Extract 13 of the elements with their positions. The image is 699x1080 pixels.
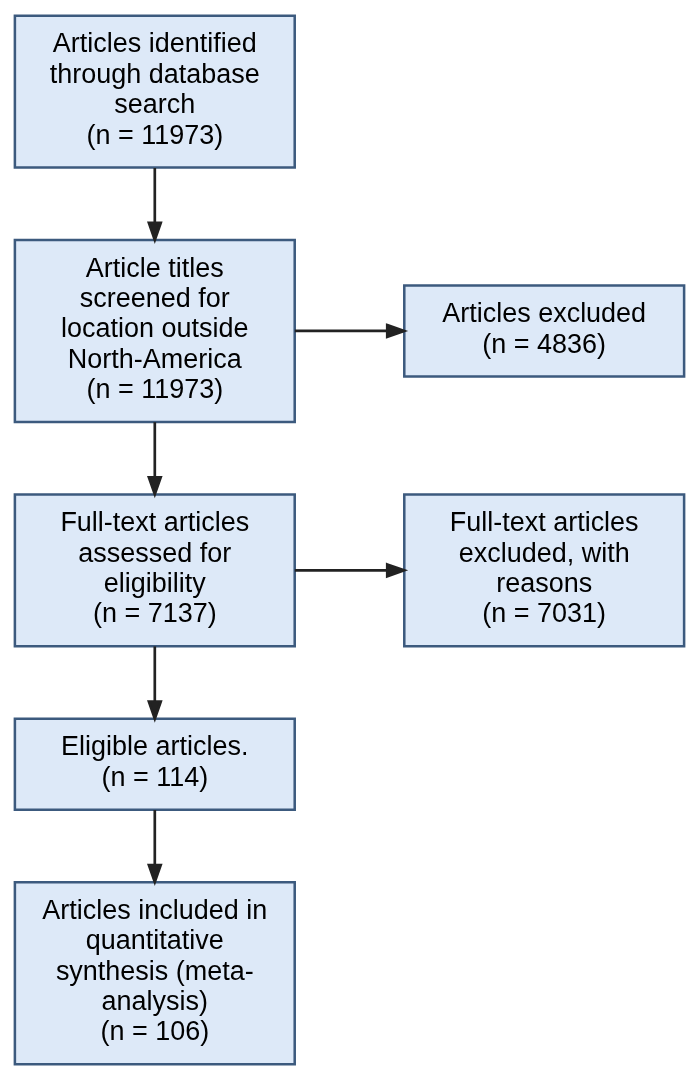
arrow <box>147 646 163 723</box>
node-box: Articles excluded (n = 4836) <box>403 284 686 378</box>
node-box: Full-text articles assessed for eligibility (n = 7137) <box>13 493 296 648</box>
node-box: Article titles screened for location outside North-America (n = 11973) <box>13 238 296 424</box>
node-box: Articles included in quantitative synthesis (meta-analysis) (n = 106) <box>13 880 296 1066</box>
arrow <box>294 562 409 579</box>
node-box: Full-text articles excluded, with reasons (n = 7031) <box>403 493 686 648</box>
arrow <box>147 168 163 244</box>
node-box: Eligible articles. (n = 114) <box>13 717 296 811</box>
arrow <box>147 810 163 887</box>
node-box: Articles identified through database search (n = 11973) <box>13 14 296 169</box>
arrow <box>294 323 409 339</box>
arrow <box>147 422 163 499</box>
